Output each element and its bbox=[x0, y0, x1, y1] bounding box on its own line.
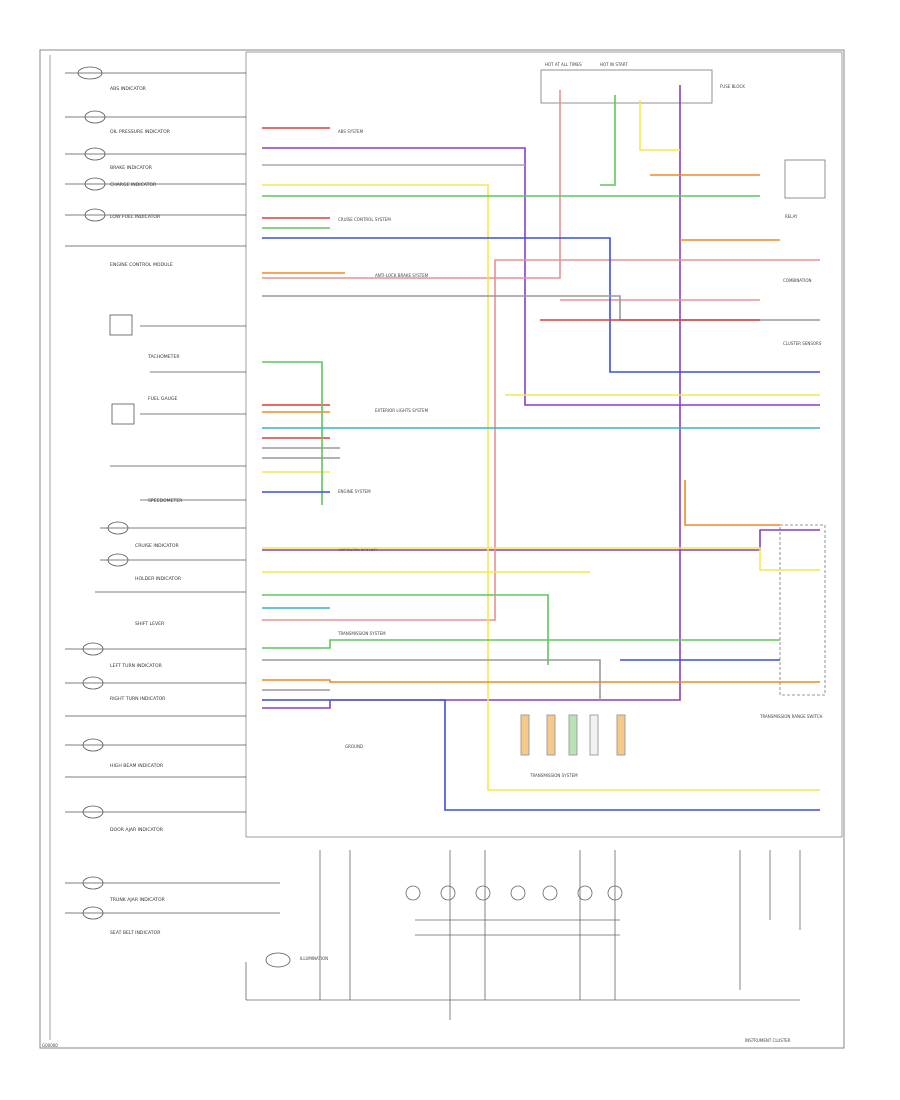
label-oil-pressure: OIL PRESSURE INDICATOR bbox=[110, 129, 171, 135]
label-tachometer: TACHOMETER bbox=[147, 354, 180, 360]
footer-code: G00000 bbox=[42, 1043, 58, 1048]
label-right-turn: RIGHT TURN INDICATOR bbox=[110, 696, 166, 702]
label-trunk-ajar: TRUNK AJAR INDICATOR bbox=[109, 897, 166, 903]
label-left-turn: LEFT TURN INDICATOR bbox=[110, 663, 163, 669]
fuse-label-1: HOT AT ALL TIMES bbox=[545, 62, 582, 67]
outer-frame bbox=[39, 49, 845, 1049]
wire-label-trans: TRANSMISSION SYSTEM bbox=[337, 631, 386, 636]
cluster-sensors-label: CLUSTER SENSORS bbox=[783, 341, 822, 346]
wire-label-group: ABS SYSTEM CRUISE CONTROL SYSTEM ANTI-LO… bbox=[337, 129, 429, 636]
cluster-box bbox=[245, 51, 843, 838]
illumination-bus bbox=[245, 850, 801, 1020]
label-speedometer: SPEEDOMETER bbox=[148, 498, 183, 504]
left-indicators bbox=[65, 66, 291, 968]
wire-label-engine: ENGINE SYSTEM bbox=[338, 489, 371, 494]
label-abs-indicator: ABS INDICATOR bbox=[110, 86, 147, 92]
label-high-beam: HIGH BEAM INDICATOR bbox=[110, 763, 164, 769]
wire-label-exterior: EXTERIOR LIGHTS SYSTEM bbox=[375, 408, 429, 413]
trans-system-label: TRANSMISSION SYSTEM bbox=[529, 773, 578, 778]
label-door-ajar: DOOR AJAR INDICATOR bbox=[110, 827, 164, 833]
combination-label: COMBINATION bbox=[783, 278, 812, 283]
wire-label-cruise: CRUISE CONTROL SYSTEM bbox=[338, 217, 391, 222]
cluster-caption: INSTRUMENT CLUSTER bbox=[745, 1038, 791, 1043]
label-shift-lever: SHIFT LEVER bbox=[135, 621, 165, 627]
fuse-label-2: HOT IN START bbox=[600, 62, 628, 67]
label-low-fuel: LOW FUEL INDICATOR bbox=[110, 214, 161, 220]
label-fuel-gauge: FUEL GAUGE bbox=[148, 396, 178, 402]
wire-group bbox=[262, 85, 820, 811]
label-charge: CHARGE INDICATOR bbox=[110, 182, 157, 188]
left-label-group: ABS INDICATOR OIL PRESSURE INDICATOR BRA… bbox=[109, 86, 183, 936]
trans-switch-box bbox=[779, 524, 826, 696]
label-seat-belt: SEAT BELT INDICATOR bbox=[110, 930, 161, 936]
label-brake: BRAKE INDICATOR bbox=[110, 165, 153, 171]
label-ecm: ENGINE CONTROL MODULE bbox=[110, 262, 173, 268]
label-cruise: CRUISE INDICATOR bbox=[135, 543, 179, 549]
relay-label: RELAY bbox=[785, 214, 798, 219]
label-holder: HOLDER INDICATOR bbox=[135, 576, 182, 582]
fuse-block bbox=[540, 69, 713, 104]
wire-label-abs: ABS SYSTEM bbox=[338, 129, 364, 134]
trans-switch-label: TRANSMISSION RANGE SWITCH bbox=[759, 714, 823, 719]
ground-label: GROUND bbox=[345, 744, 363, 749]
trans-connectors bbox=[520, 714, 626, 756]
fuse-block-label: FUSE BLOCK bbox=[720, 84, 745, 89]
relay-box bbox=[784, 159, 826, 199]
illumination-label: ILLUMINATION bbox=[300, 956, 328, 961]
wire-label-antilock: ANTI-LOCK BRAKE SYSTEM bbox=[375, 273, 429, 278]
